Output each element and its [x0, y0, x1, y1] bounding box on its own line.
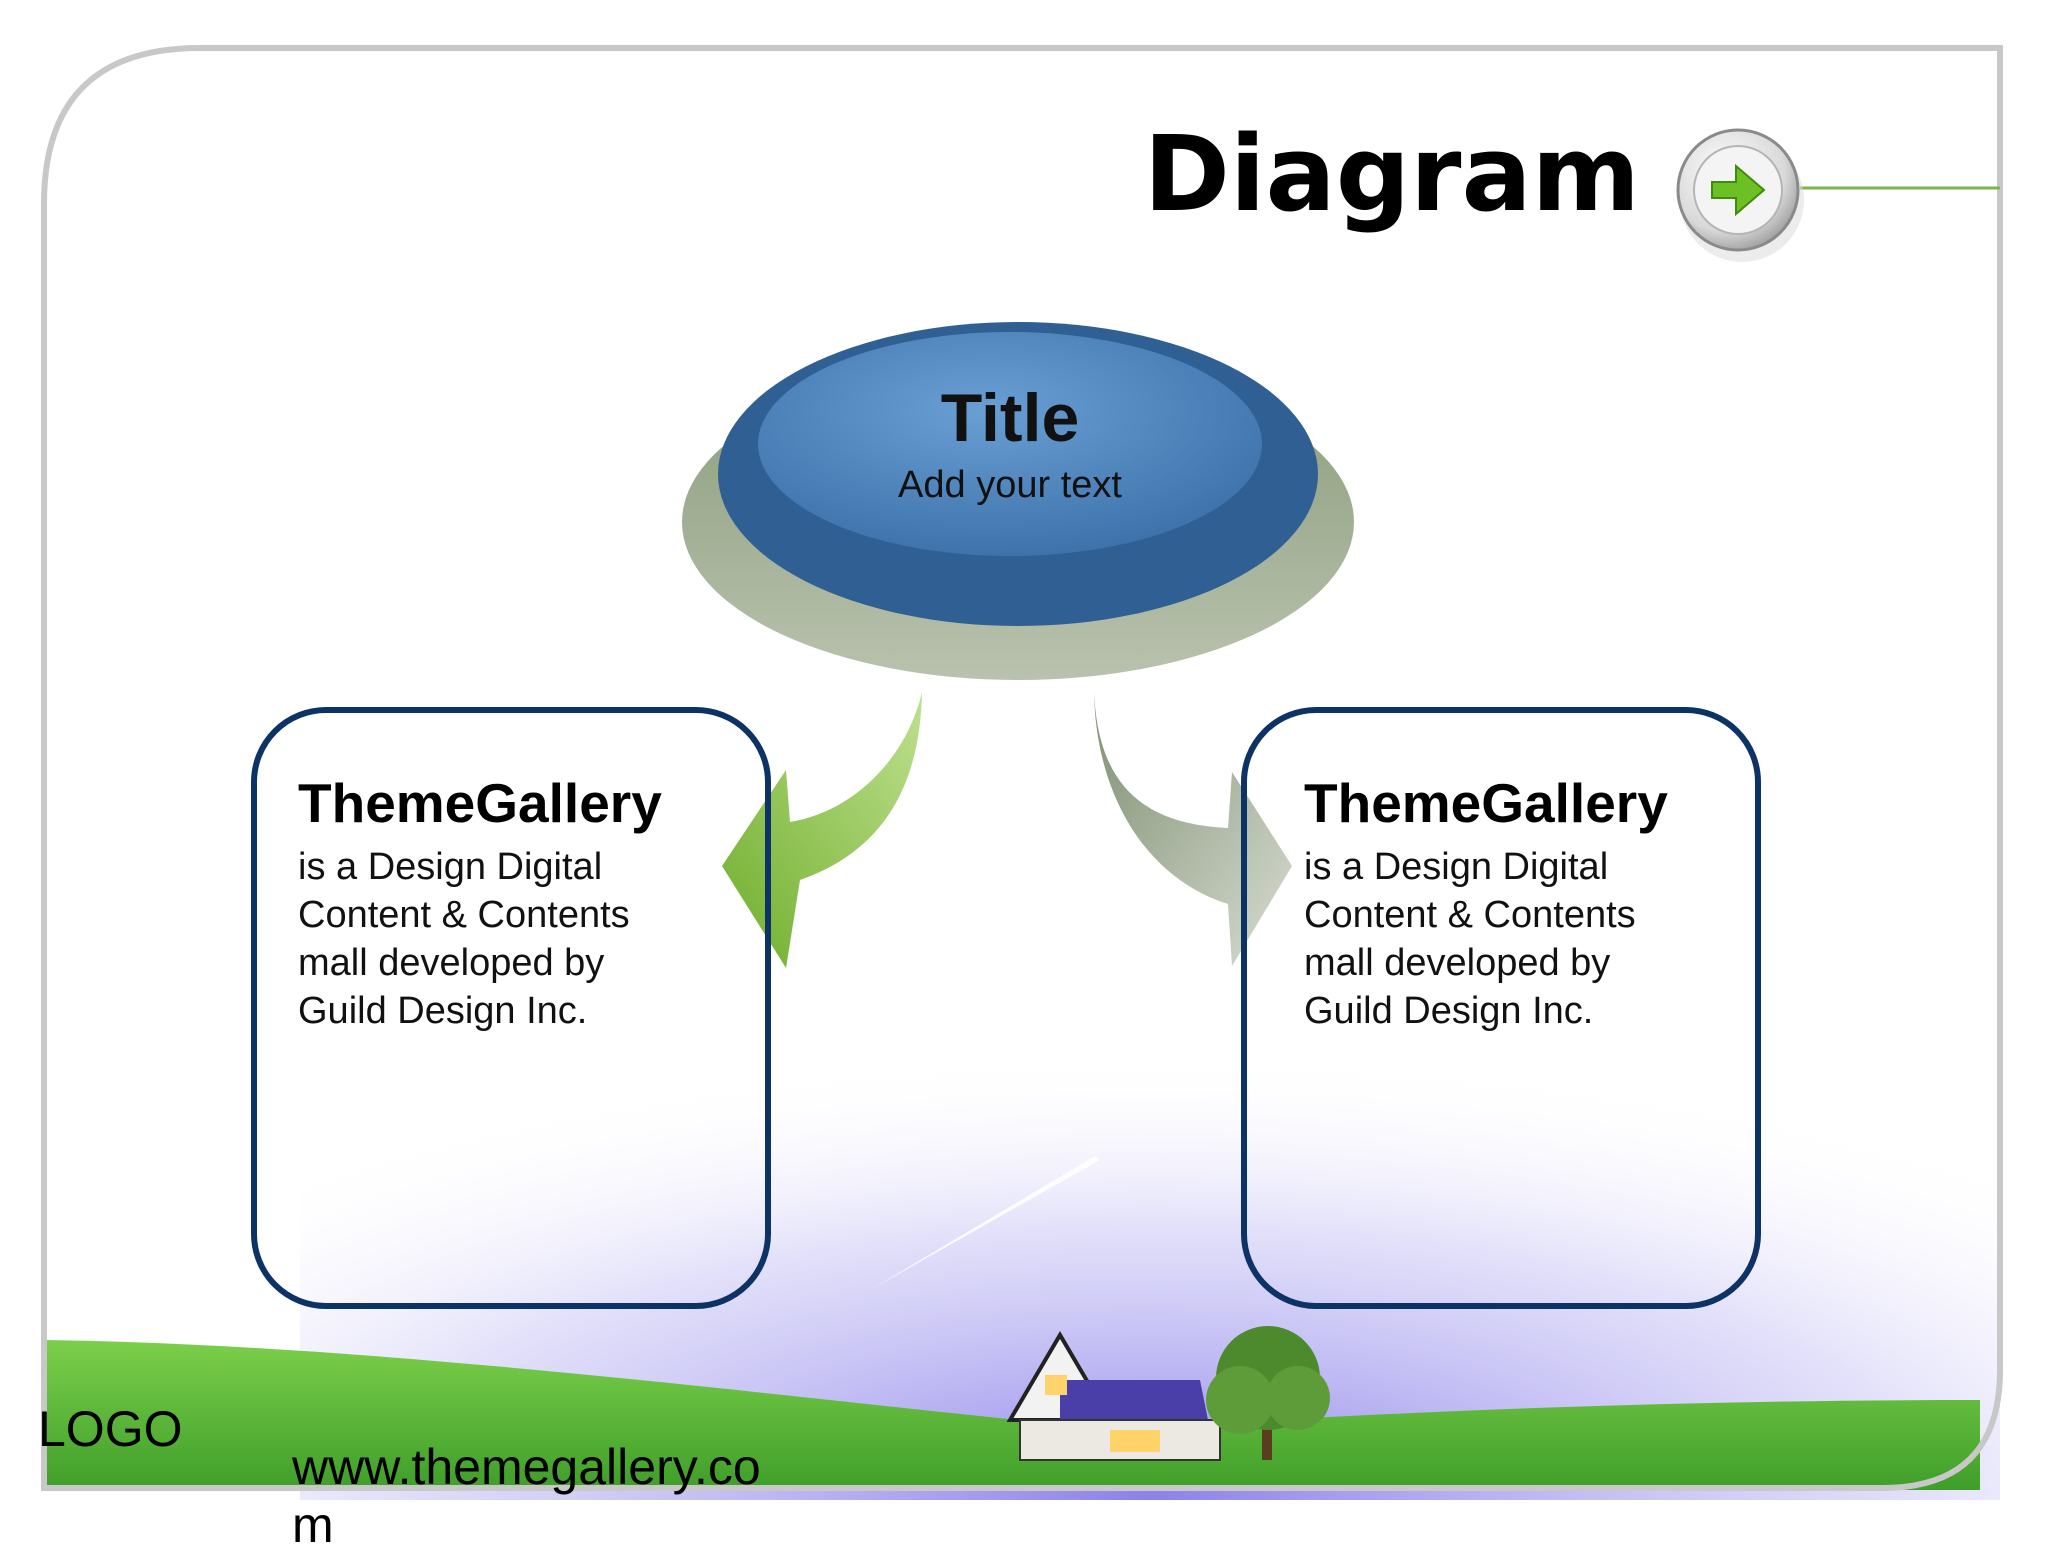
box-left-title: ThemeGallery: [298, 772, 662, 834]
arrow-right-icon: [1711, 163, 1766, 217]
logo: LOGO: [38, 1401, 183, 1457]
center-oval: [682, 322, 1354, 680]
box-left: [251, 707, 771, 1309]
tree-illustration: [1206, 1326, 1330, 1460]
arrow-left: [722, 692, 922, 968]
box-right: [1241, 707, 1761, 1309]
box-right-content: ThemeGallery is a Design Digital Content…: [1304, 776, 1774, 1035]
house-illustration: [1006, 1331, 1221, 1461]
next-button[interactable]: [1676, 128, 1804, 262]
shooting-star: [870, 1156, 1100, 1290]
box-right-title: ThemeGallery: [1304, 772, 1668, 834]
oval-top: [758, 332, 1262, 556]
website-link[interactable]: www.themegallery.com: [292, 1439, 761, 1553]
box-left-body: is a Design Digital Content & Contents m…: [298, 846, 630, 1032]
slide-title: Diagram: [1143, 113, 1640, 235]
slide-frame: [41, 45, 2003, 1491]
box-right-body: is a Design Digital Content & Contents m…: [1304, 846, 1636, 1032]
grass-hill: [44, 1340, 1980, 1490]
box-left-content: ThemeGallery is a Design Digital Content…: [298, 776, 768, 1035]
oval-title: Title: [940, 380, 1080, 456]
oval-text: Add your text: [898, 464, 1122, 506]
